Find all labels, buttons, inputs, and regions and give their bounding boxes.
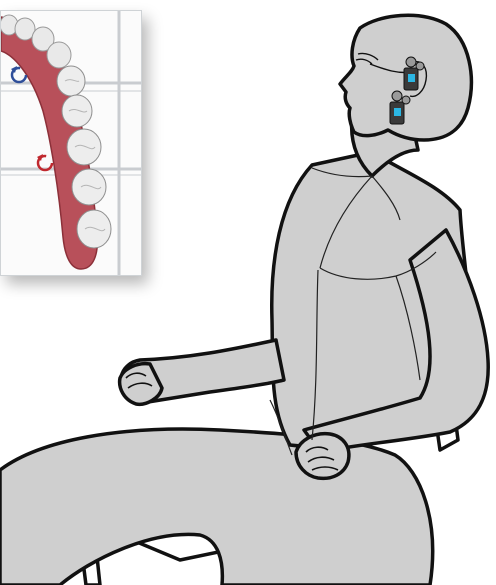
person-front-hand bbox=[296, 434, 349, 479]
person-legs bbox=[0, 429, 433, 585]
person-body bbox=[0, 15, 488, 585]
